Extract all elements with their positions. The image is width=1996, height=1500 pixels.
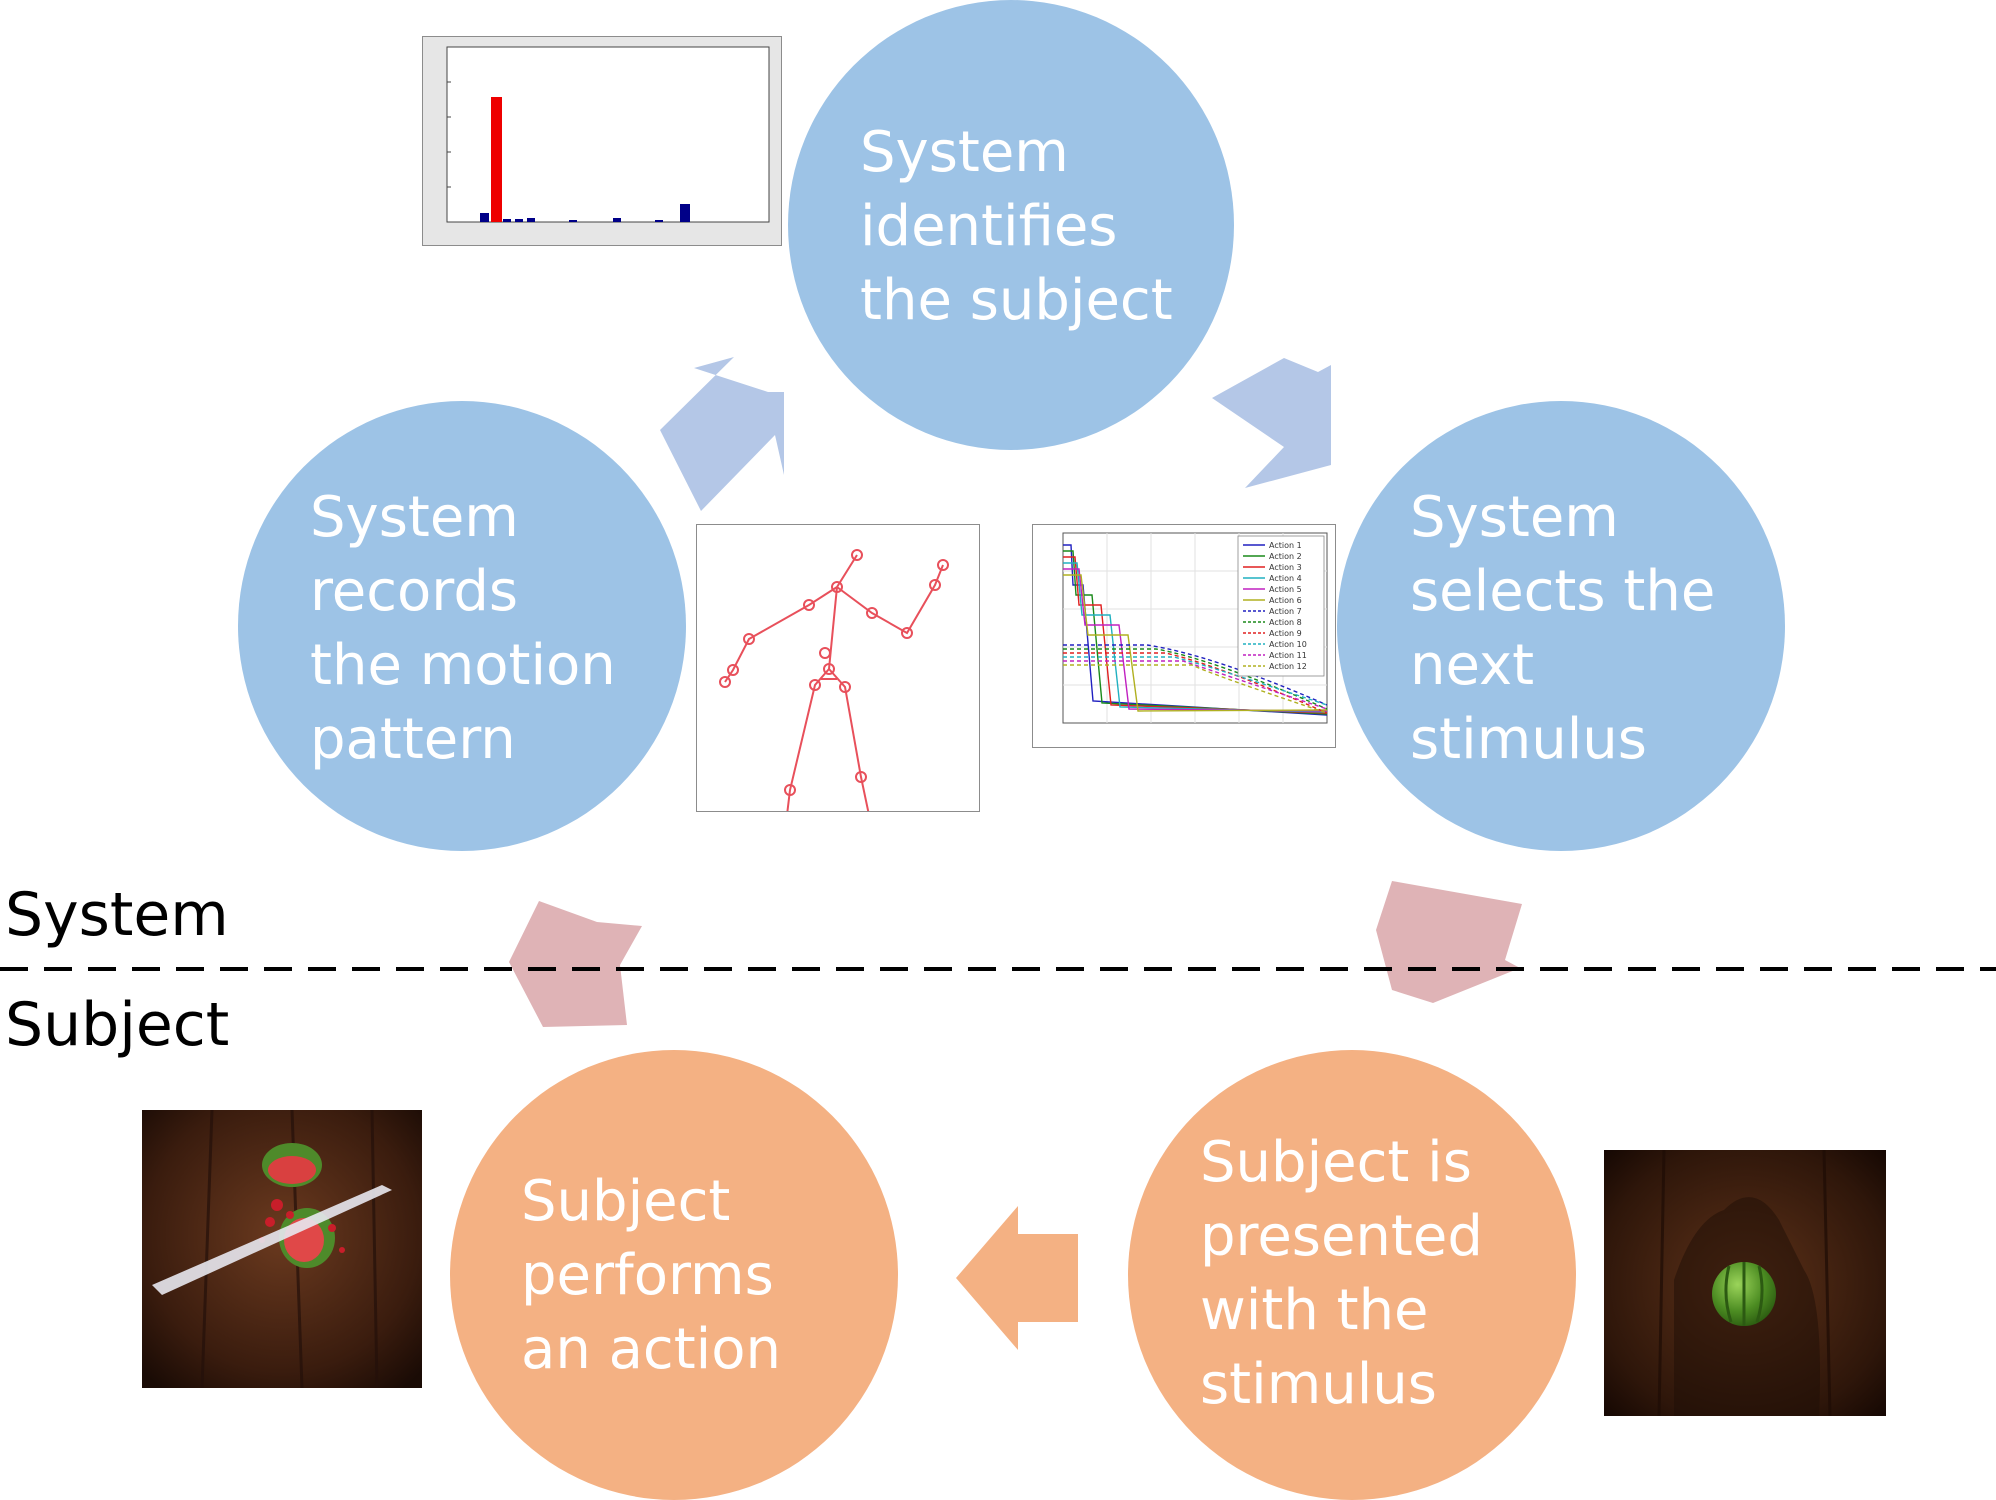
action-curve [1063, 644, 1328, 706]
arrow-records-to-identifies [660, 357, 784, 511]
zone-label-system: System [5, 880, 229, 950]
legend-label: Action 2 [1269, 552, 1302, 561]
arrow-presented-to-performs [956, 1206, 1078, 1350]
node-line: System [860, 120, 1069, 185]
joint [823, 663, 835, 675]
skeleton-thumbnail [696, 524, 980, 812]
legend-label: Action 5 [1269, 585, 1302, 594]
node-line: stimulus [1200, 1352, 1437, 1417]
histogram-bar [480, 213, 489, 222]
node-line: selects the [1410, 559, 1716, 624]
legend-label: Action 1 [1269, 541, 1302, 550]
node-line: the subject [860, 268, 1173, 333]
joint [937, 559, 949, 571]
legend-label: Action 11 [1269, 651, 1307, 660]
joint [727, 664, 739, 676]
joint [929, 579, 941, 591]
node-text-performs: Subject performs an action [521, 1165, 781, 1387]
histogram-bar-selected [491, 97, 502, 222]
node-system-records [238, 401, 686, 851]
histogram-bar [655, 220, 663, 222]
legend-label: Action 10 [1269, 640, 1307, 649]
joint [866, 607, 878, 619]
joint [743, 633, 755, 645]
legend-label: Action 8 [1269, 618, 1302, 627]
action-curves-plot: Action 1 Action 2 Action 3 Action 4 Action 5… [1062, 532, 1328, 724]
histogram-bar [515, 219, 523, 222]
system-subject-divider [0, 967, 1996, 971]
arrow-selects-to-presented [1376, 881, 1522, 1003]
node-line: records [310, 559, 519, 624]
node-line: presented [1200, 1204, 1483, 1269]
node-line: next [1410, 633, 1535, 698]
joint [809, 679, 821, 691]
legend-label: Action 9 [1269, 629, 1302, 638]
node-subject-performs [450, 1050, 898, 1500]
histogram-bar [680, 204, 690, 222]
legend-label: Action 6 [1269, 596, 1302, 605]
legend-label: Action 4 [1269, 574, 1302, 583]
joint [839, 681, 851, 693]
node-line: Subject [521, 1169, 731, 1234]
node-subject-presented [1128, 1050, 1576, 1500]
node-line: identifies [860, 194, 1118, 259]
sliced-fruit-image [142, 1110, 422, 1388]
action-curve [1063, 648, 1328, 710]
action-curve [1063, 660, 1328, 710]
action-curves-thumbnail: Action 1 Action 2 Action 3 Action 4 Action 5… [1032, 524, 1336, 748]
joint [851, 549, 863, 561]
node-line: with the [1200, 1278, 1429, 1343]
node-text-identifies: System identifies the subject [860, 116, 1173, 338]
histogram-bar [613, 218, 621, 222]
action-curve [1063, 664, 1328, 714]
joint [803, 599, 815, 611]
legend-label: Action 12 [1269, 662, 1307, 671]
histogram-thumbnail [422, 36, 782, 246]
node-line: the motion [310, 633, 616, 698]
node-system-selects [1337, 401, 1785, 851]
node-system-identifies [788, 0, 1234, 450]
node-line: Subject is [1200, 1130, 1472, 1195]
legend-label: Action 3 [1269, 563, 1302, 572]
action-curve [1063, 656, 1328, 706]
joint [719, 676, 731, 688]
node-line: stimulus [1410, 707, 1647, 772]
zone-label-subject: Subject [5, 990, 230, 1060]
game-screenshot-slice [142, 1110, 422, 1388]
histogram-bar [569, 220, 577, 222]
action-curve [1063, 556, 1328, 714]
joint [855, 771, 867, 783]
arrow-performs-to-records [509, 901, 642, 1027]
node-line: performs [521, 1243, 774, 1308]
histogram-bar [527, 218, 535, 222]
joint [819, 647, 831, 659]
histogram-plot [446, 46, 770, 223]
histogram-bar [503, 219, 511, 222]
node-line: System [1410, 485, 1619, 550]
legend-label: Action 7 [1269, 607, 1302, 616]
skeleton-figure [719, 549, 949, 811]
node-line: an action [521, 1317, 781, 1382]
joint [784, 784, 796, 796]
action-curve [1063, 574, 1328, 712]
joint [901, 627, 913, 639]
whole-fruit-image [1604, 1150, 1886, 1416]
node-text-presented: Subject is presented with the stimulus [1200, 1126, 1483, 1422]
node-text-records: System records the motion pattern [310, 481, 616, 777]
action-curve [1063, 568, 1328, 712]
node-line: System [310, 485, 519, 550]
game-screenshot-stimulus [1604, 1150, 1886, 1416]
joint [831, 581, 843, 593]
node-line: pattern [310, 707, 516, 772]
arrow-identifies-to-selects [1212, 358, 1331, 488]
action-curve [1063, 562, 1328, 713]
node-text-selects: System selects the next stimulus [1410, 481, 1715, 777]
